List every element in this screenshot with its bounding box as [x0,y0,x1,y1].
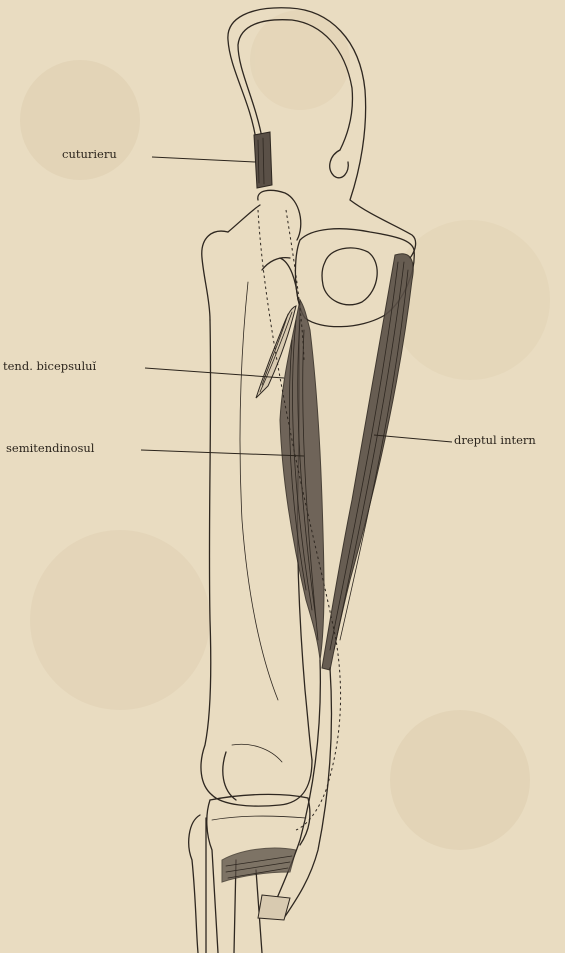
label-biceps-tendon: tend. bicepsuluĭ [3,359,97,373]
leader-biceps-tendon [145,368,284,378]
label-gracilis: dreptul intern [454,433,536,447]
knee-tendons [222,660,332,920]
leader-sartorius [152,157,256,162]
semitendinosus-muscle [280,300,324,660]
sartorius-muscle [254,132,272,188]
gracilis-muscle [322,254,413,670]
label-semitendinosus: semitendinosul [6,441,95,455]
leader-gracilis [374,435,452,442]
leader-semitendinosus [141,450,304,456]
label-sartorius: cuturieru [62,147,117,161]
